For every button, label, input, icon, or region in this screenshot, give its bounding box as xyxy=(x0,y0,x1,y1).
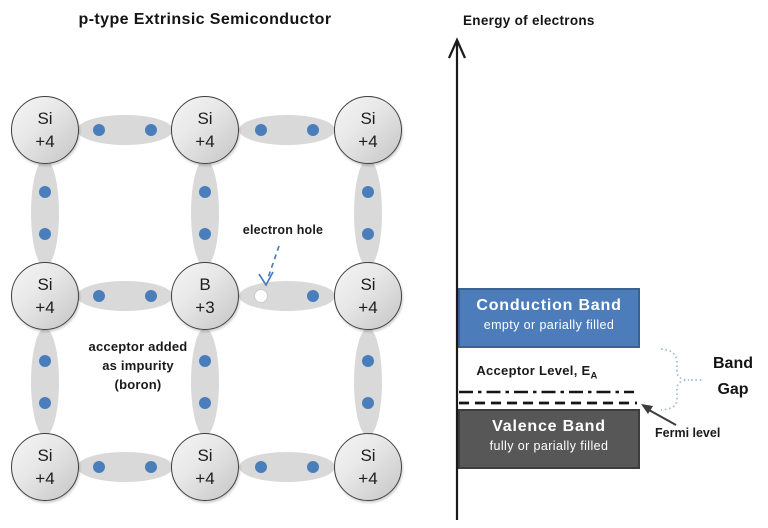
electron-dot xyxy=(199,354,211,367)
electron-dot xyxy=(306,290,319,302)
atom-symbol: Si xyxy=(360,109,376,128)
band-gap-line2: Gap xyxy=(717,381,749,398)
atom-charge: +4 xyxy=(35,298,55,317)
electron-dot xyxy=(199,228,211,240)
fermi-level-label: Fermi level xyxy=(655,426,721,440)
acceptor-note-line3: (boron) xyxy=(114,377,162,392)
electron-dot xyxy=(362,354,374,367)
electron-dot xyxy=(362,186,374,198)
atom-symbol: Si xyxy=(37,275,53,294)
electron-dot xyxy=(362,228,374,240)
bond-vertical xyxy=(191,327,219,436)
band-gap-line1: Band xyxy=(713,355,753,372)
band-gap-brace xyxy=(660,348,690,411)
conduction-band-subtitle: empty or parially filled xyxy=(483,318,615,332)
bond-horizontal xyxy=(238,281,335,311)
acceptor-note-line1: acceptor added xyxy=(88,339,188,354)
electron-dot xyxy=(39,186,51,198)
electron-dot xyxy=(39,354,51,367)
electron-dot xyxy=(362,396,374,409)
acceptor-impurity-note: acceptor added as impurity (boron) xyxy=(72,337,204,394)
atom-si: Si +4 xyxy=(171,433,239,501)
bond-horizontal xyxy=(238,452,335,482)
atom-symbol: B xyxy=(199,275,211,294)
atom-si: Si +4 xyxy=(11,96,79,164)
valence-band-title: Valence Band xyxy=(492,418,606,435)
bond-horizontal xyxy=(77,452,173,482)
atom-symbol: Si xyxy=(197,109,213,128)
bond-horizontal xyxy=(238,115,335,145)
atom-symbol: Si xyxy=(360,275,376,294)
electron-dot xyxy=(93,461,105,473)
band-gap-label: Band Gap xyxy=(703,351,763,403)
electron-dot xyxy=(199,396,211,409)
atom-b: B +3 xyxy=(171,262,239,330)
electron-dot xyxy=(306,124,319,136)
fermi-arrowhead-icon xyxy=(641,404,653,414)
bond-vertical xyxy=(31,159,59,267)
energy-axis-label: Energy of electrons xyxy=(463,13,595,28)
bond-vertical xyxy=(31,327,59,436)
atom-symbol: Si xyxy=(37,446,53,465)
bond-vertical xyxy=(354,159,382,267)
electron-dot xyxy=(93,124,105,136)
electron-dot xyxy=(39,396,51,409)
electron-dot xyxy=(39,228,51,240)
electron-dot xyxy=(254,124,267,136)
electron-dot xyxy=(145,461,157,473)
atom-symbol: Si xyxy=(197,446,213,465)
electron-hole-arrow xyxy=(267,245,280,279)
electron-dot xyxy=(306,461,319,473)
atom-charge: +4 xyxy=(358,132,378,151)
acceptor-level-text: Acceptor Level, E xyxy=(476,363,591,378)
electron-dot xyxy=(93,290,105,302)
bond-horizontal xyxy=(77,281,173,311)
atom-si: Si +4 xyxy=(334,433,402,501)
atom-symbol: Si xyxy=(360,446,376,465)
atom-si: Si +4 xyxy=(11,433,79,501)
atom-charge: +4 xyxy=(195,132,215,151)
energy-axis-arrowhead-icon xyxy=(447,37,467,59)
electron-dot xyxy=(254,461,267,473)
electron-hole-label: electron hole xyxy=(242,223,324,237)
atom-si: Si +4 xyxy=(334,96,402,164)
atom-charge: +4 xyxy=(35,469,55,488)
atom-si: Si +4 xyxy=(334,262,402,330)
page-title: p-type Extrinsic Semiconductor xyxy=(78,11,332,28)
atom-si: Si +4 xyxy=(11,262,79,330)
electron-hole xyxy=(253,289,268,303)
acceptor-level-subscript: A xyxy=(590,370,598,382)
electron-dot xyxy=(145,290,157,302)
electron-dot xyxy=(145,124,157,136)
conduction-band-box: Conduction Band empty or parially filled xyxy=(458,288,640,348)
atom-symbol: Si xyxy=(37,109,53,128)
bond-horizontal xyxy=(77,115,173,145)
acceptor-level-label: Acceptor Level, EA xyxy=(462,363,612,382)
fermi-arrow xyxy=(648,409,677,426)
atom-charge: +4 xyxy=(35,132,55,151)
acceptor-note-line2: as impurity xyxy=(102,358,174,373)
conduction-band-title: Conduction Band xyxy=(476,297,622,314)
electron-dot xyxy=(199,186,211,198)
bond-vertical xyxy=(191,159,219,267)
atom-charge: +3 xyxy=(195,298,215,317)
atom-charge: +4 xyxy=(195,469,215,488)
valence-band-subtitle: fully or parially filled xyxy=(489,439,609,453)
atom-charge: +4 xyxy=(358,298,378,317)
bond-vertical xyxy=(354,327,382,436)
atom-charge: +4 xyxy=(358,469,378,488)
valence-band-box: Valence Band fully or parially filled xyxy=(458,409,640,469)
atom-si: Si +4 xyxy=(171,96,239,164)
